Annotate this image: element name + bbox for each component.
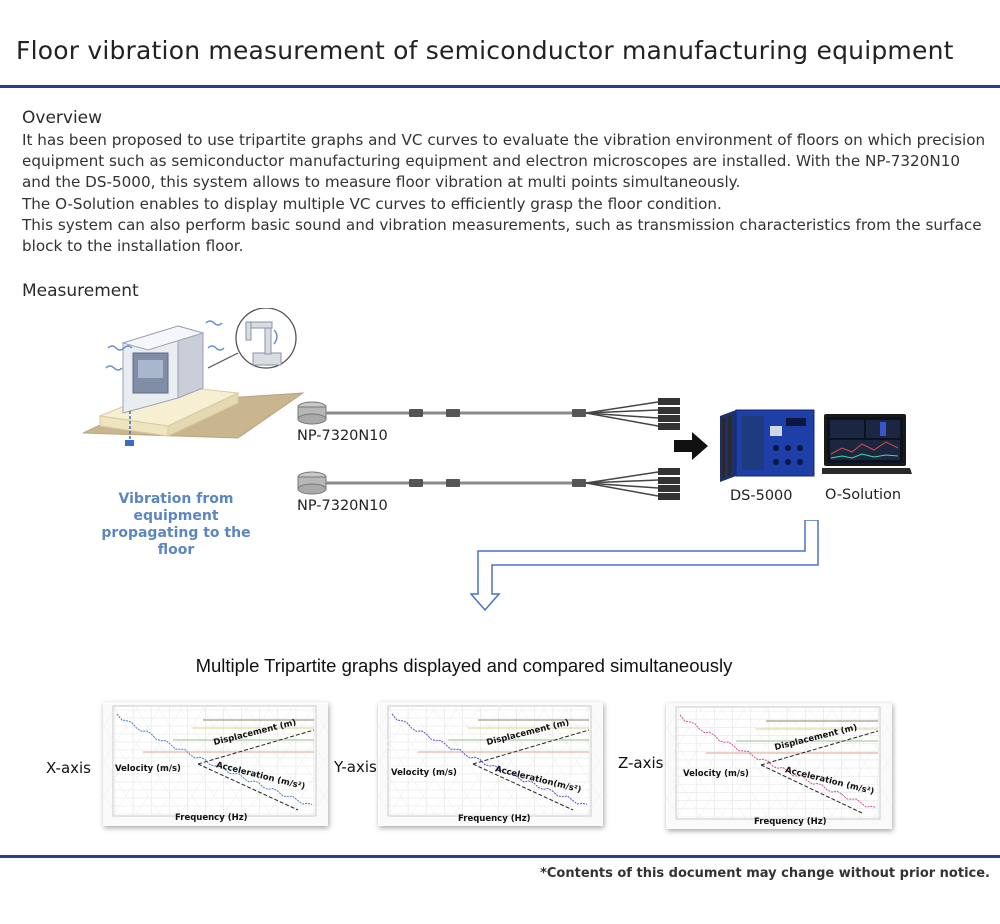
grid-diagonal (785, 706, 857, 820)
measurement-heading: Measurement (22, 281, 139, 301)
displacement-guide (472, 729, 590, 765)
vibration-caption: Vibration from equipment propagating to … (101, 491, 251, 558)
grid-diagonal (453, 705, 525, 817)
grid-diagonal (741, 706, 813, 820)
grid-diagonal (829, 706, 892, 807)
grid-diagonal (763, 706, 835, 820)
acceleration-guide (197, 763, 299, 811)
graph-grid (103, 705, 328, 817)
graphs-title: Multiple Tripartite graphs displayed and… (195, 655, 733, 676)
sensor-2-label: NP-7320N10 (297, 498, 388, 514)
header-divider (0, 85, 1000, 88)
grid-diagonal (497, 705, 569, 817)
grid-diagonal (873, 706, 892, 737)
grid-diagonal (666, 796, 681, 820)
frequency-label: Frequency (Hz) (754, 817, 827, 827)
equipment-illustration (82, 308, 305, 446)
grid-diagonal (378, 793, 393, 817)
tripartite-graph-z: Displacement (m) Velocity (m/s) Accelera… (666, 703, 892, 829)
laptop-icon (822, 414, 912, 474)
grid-diagonal (103, 724, 162, 817)
grid-diagonal (851, 706, 892, 772)
osolution-label: O-Solution (825, 487, 902, 503)
arrow-right-icon (674, 432, 708, 460)
grid-diagonal (310, 788, 328, 817)
grid-diagonal (178, 705, 250, 817)
grid-diagonal (519, 705, 591, 817)
grid-diagonal (585, 705, 603, 734)
overview-paragraph: This system can also perform basic sound… (22, 215, 982, 256)
grid-diagonal (697, 706, 769, 820)
velocity-label: Velocity (m/s) (391, 768, 457, 778)
grid-diagonal (666, 725, 725, 820)
plot-area (675, 706, 881, 820)
velocity-label: Velocity (m/s) (683, 769, 749, 779)
frequency-label: Frequency (Hz) (458, 814, 531, 824)
grid-diagonal (134, 705, 206, 817)
page-title: Floor vibration measurement of semicondu… (16, 36, 954, 65)
x-axis-label: X-axis (46, 759, 91, 777)
footer-note: *Contents of this document may change wi… (540, 866, 990, 881)
grid-diagonal (310, 705, 328, 734)
grid-diagonal (719, 706, 791, 820)
grid-diagonal (409, 705, 481, 817)
tripartite-graph-y: Displacement (m) Velocity (m/s) Accelera… (378, 702, 603, 826)
grid-diagonal (112, 705, 184, 817)
displacement-guide (197, 729, 315, 765)
grid-diagonal (873, 789, 892, 820)
grid-diagonal (244, 705, 316, 817)
y-axis-label: Y-axis (334, 758, 377, 776)
acceleration-guide (472, 763, 574, 811)
grid-diagonal (156, 705, 228, 817)
sensor-cable-2 (297, 468, 680, 500)
grid-diagonal (288, 705, 328, 768)
ds5000-device (720, 409, 815, 482)
flow-arrow (470, 520, 819, 612)
grid-diagonal (222, 705, 294, 817)
velocity-label: Velocity (m/s) (115, 764, 181, 774)
grid-diagonal (585, 788, 603, 817)
measured-curve (679, 714, 877, 808)
acceleration-guide (760, 764, 863, 814)
measured-curve (391, 713, 588, 805)
grid-diagonal (378, 724, 437, 817)
grid-diagonal (103, 758, 140, 817)
grid-diagonal (103, 705, 118, 729)
footer-divider (0, 855, 1000, 858)
graph-grid (666, 706, 892, 820)
overview-paragraph: The O-Solution enables to display multip… (22, 194, 722, 213)
sensor-cable-1 (297, 398, 680, 430)
overview-paragraph: It has been proposed to use tripartite g… (22, 131, 986, 192)
grid-diagonal (666, 706, 681, 730)
grid-diagonal (431, 705, 503, 817)
grid-diagonal (378, 705, 393, 729)
frequency-label: Frequency (Hz) (175, 813, 248, 823)
grid-diagonal (541, 705, 603, 803)
tripartite-graph-x: Displacement (m) Velocity (m/s) Accelera… (103, 702, 328, 826)
z-axis-label: Z-axis (618, 754, 664, 772)
ds5000-label: DS-5000 (730, 488, 793, 504)
grid-diagonal (675, 706, 747, 820)
displacement-guide (760, 730, 879, 766)
grid-diagonal (103, 793, 118, 817)
grid-diagonal (807, 706, 879, 820)
overview-body: It has been proposed to use tripartite g… (22, 130, 992, 257)
measured-curve (116, 713, 313, 805)
graph-grid (378, 705, 603, 817)
grid-diagonal (266, 705, 328, 803)
grid-diagonal (666, 760, 703, 820)
sensor-1-label: NP-7320N10 (297, 428, 388, 444)
grid-diagonal (387, 705, 459, 817)
grid-diagonal (378, 758, 415, 817)
overview-heading: Overview (22, 108, 103, 128)
grid-diagonal (200, 705, 272, 817)
grid-diagonal (563, 705, 603, 768)
grid-diagonal (475, 705, 547, 817)
